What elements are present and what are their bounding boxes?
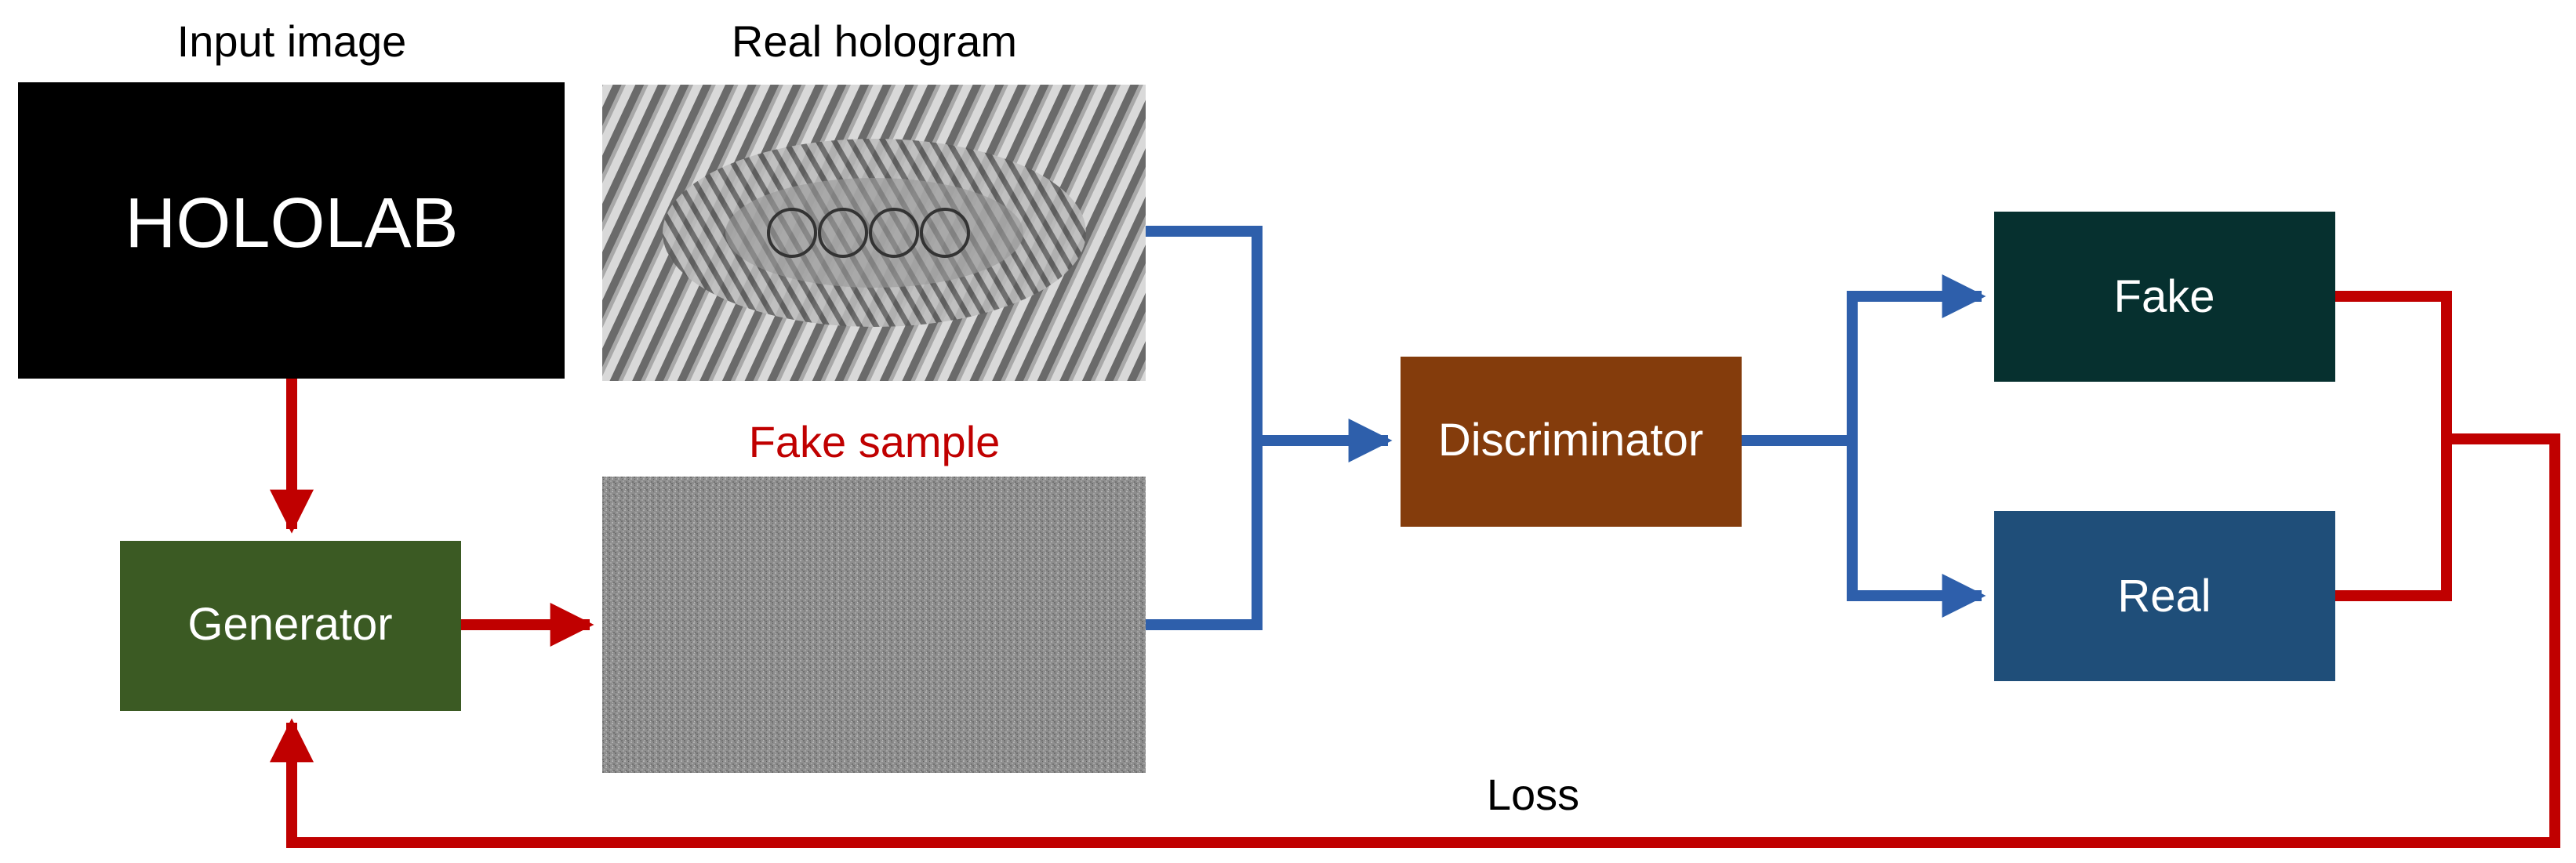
- real-hologram-label: Real hologram: [732, 16, 1017, 66]
- fake-sample-label: Fake sample: [749, 417, 1001, 466]
- fake-output-connector: [2335, 291, 2452, 439]
- real-hologram-image: [602, 85, 1146, 381]
- input-image-text: HOLOLAB: [125, 184, 458, 263]
- real-output-connector: [2335, 439, 2452, 601]
- fake-sample-image: [602, 477, 1146, 773]
- generator-box: Generator: [120, 541, 461, 711]
- to-real-arrow: [1847, 441, 1986, 618]
- real-text: Real: [2117, 571, 2211, 622]
- fake-box: Fake: [1994, 212, 2335, 382]
- fake-text: Fake: [2114, 271, 2215, 322]
- fake-sample-connector: [1146, 441, 1263, 630]
- to-fake-arrow: [1847, 274, 1986, 441]
- input-image-box: HOLOLAB: [18, 82, 565, 379]
- loss-label: Loss: [1487, 770, 1579, 819]
- discriminator-text: Discriminator: [1438, 415, 1703, 466]
- input-image-label: Input image: [177, 16, 407, 66]
- real-box: Real: [1994, 511, 2335, 681]
- discriminator-box: Discriminator: [1401, 357, 1742, 527]
- real-hologram-connector: [1146, 226, 1263, 441]
- loss-feedback-arrow: [270, 433, 2560, 848]
- generator-text: Generator: [187, 599, 392, 650]
